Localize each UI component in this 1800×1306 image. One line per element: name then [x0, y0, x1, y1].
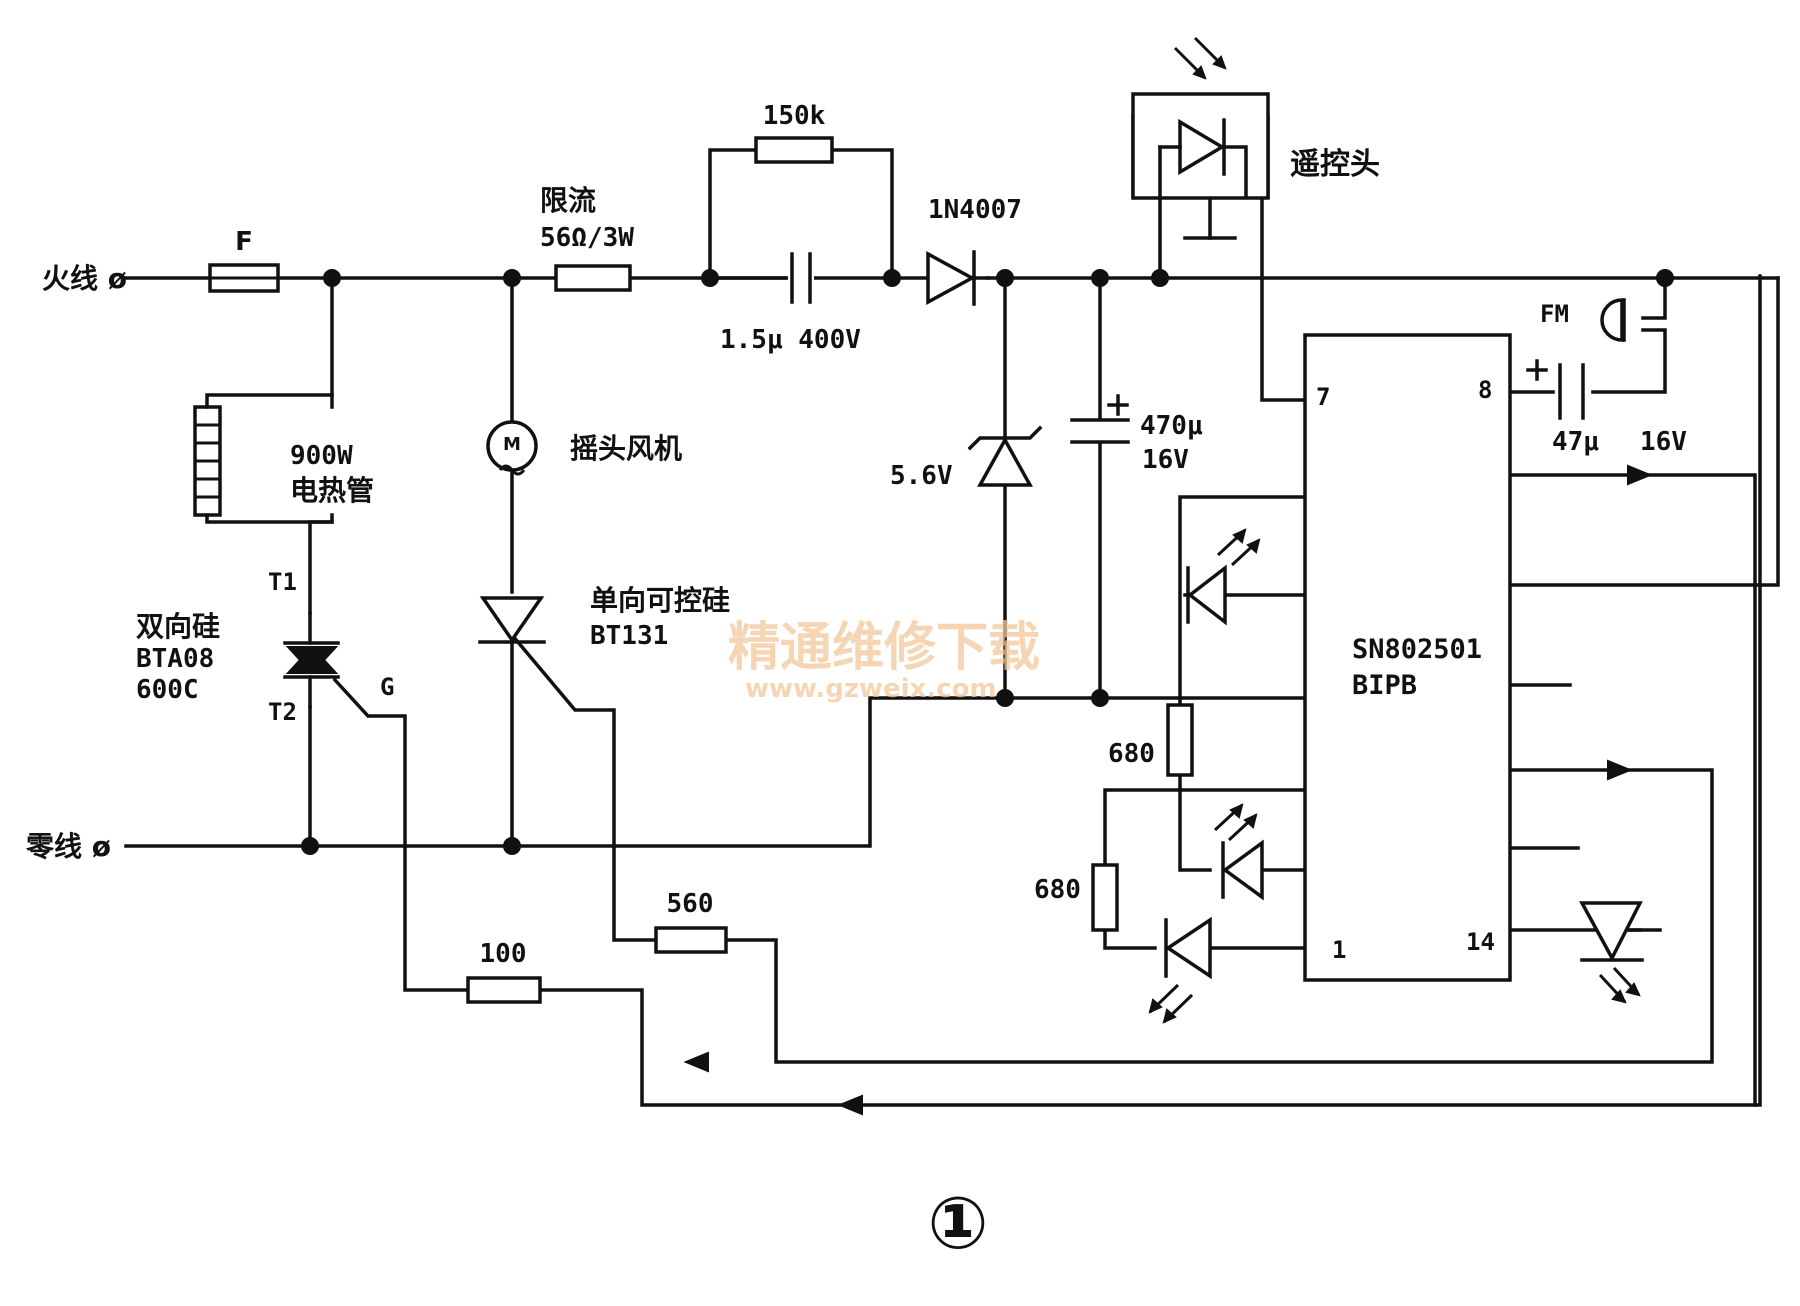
fan-motor-symbol: M — [503, 434, 521, 455]
triac-gate-label: G — [380, 673, 394, 701]
limit-resistor-name: 限流 — [540, 184, 596, 217]
filter-cap-value: 470μ — [1140, 411, 1203, 441]
led-resistor-1 — [1166, 703, 1194, 777]
bleed-resistor-value: 150k — [763, 101, 826, 131]
signal-arrows — [683, 464, 1653, 1116]
limit-resistor — [554, 264, 632, 292]
led-1 — [1186, 528, 1261, 626]
triac-name-label: 双向硅 — [136, 610, 220, 643]
live-terminal-label: 火线 ø — [42, 262, 127, 295]
zener-diode — [967, 425, 1043, 487]
led-resistor-2-value: 680 — [1034, 875, 1081, 905]
triac-gate-resistor-value: 100 — [480, 939, 527, 969]
dropping-capacitor — [708, 252, 894, 304]
triac-t2-label: T2 — [268, 698, 297, 726]
ic-part-number: SN802501 — [1352, 634, 1482, 665]
heater-element — [193, 393, 334, 524]
buzzer-cap-voltage: 16V — [1640, 427, 1687, 457]
triac-gate-resistor — [466, 976, 542, 1004]
watermark-text: 精通维修下载 — [728, 618, 1040, 678]
led-resistor-2 — [1091, 863, 1119, 932]
ic-pin-1: 1 — [1332, 936, 1346, 964]
figure-number: ① — [928, 1181, 989, 1265]
ir-receiver-label: 遥控头 — [1290, 147, 1380, 182]
neutral-terminal-label: 零线 ø — [26, 830, 111, 863]
filter-capacitor — [1070, 394, 1130, 444]
led-4 — [1579, 901, 1644, 1004]
ir-receiver — [1131, 36, 1270, 200]
triac — [283, 611, 340, 709]
watermark-url: www.gzweix.com — [745, 674, 997, 704]
controller-ic — [1303, 333, 1512, 982]
ic-pin-7: 7 — [1316, 383, 1330, 411]
triac-rating-label: 600C — [136, 675, 199, 705]
led-2 — [1213, 803, 1264, 901]
buzzer-capacitor — [1526, 359, 1585, 420]
scr-gate-resistor-value: 560 — [667, 889, 714, 919]
scr-thyristor — [478, 596, 546, 644]
rectifier-diode — [926, 250, 990, 306]
heater-power-label: 900W — [290, 441, 353, 471]
ic-part-suffix: BIPB — [1352, 670, 1417, 701]
ic-pin-14: 14 — [1466, 928, 1495, 956]
buzzer — [1600, 298, 1626, 342]
dropping-cap-value: 1.5μ 400V — [720, 325, 861, 355]
wires — [124, 114, 1780, 1107]
fan-name-label: 摇头风机 — [570, 432, 682, 465]
heater-name-label: 电热管 — [290, 474, 374, 507]
buzzer-label: FM — [1540, 300, 1569, 328]
bleed-resistor — [754, 136, 834, 164]
scr-gate-resistor — [654, 926, 728, 954]
fuse-label: F — [235, 227, 253, 257]
triac-model-label: BTA08 — [136, 644, 214, 674]
buzzer-cap-value: 47μ — [1552, 427, 1599, 457]
led-3 — [1148, 916, 1212, 1024]
rectifier-diode-model: 1N4007 — [928, 195, 1022, 225]
scr-name-label: 单向可控硅 — [590, 584, 730, 617]
fuse — [208, 263, 280, 293]
fan-motor — [486, 420, 538, 476]
triac-t1-label: T1 — [268, 568, 297, 596]
limit-resistor-value: 56Ω/3W — [540, 223, 634, 253]
ic-pin-8: 8 — [1478, 376, 1492, 404]
zener-value: 5.6V — [890, 461, 953, 491]
filter-cap-voltage: 16V — [1142, 445, 1189, 475]
led-resistor-1-value: 680 — [1108, 739, 1155, 769]
scr-model-label: BT131 — [590, 621, 668, 651]
